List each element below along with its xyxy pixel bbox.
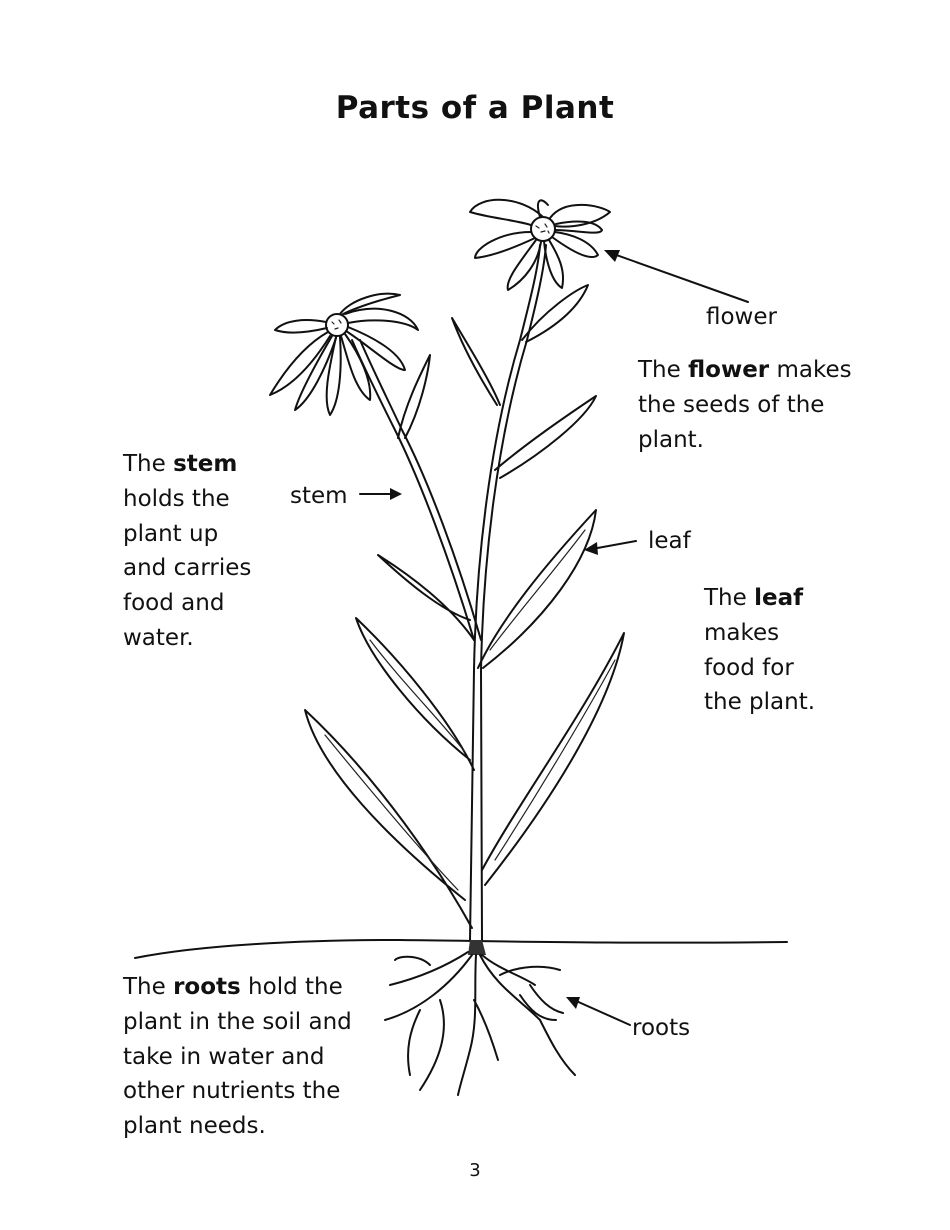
stem-label: stem [290,483,348,509]
left-flower [269,292,419,416]
roots-label: roots [632,1015,691,1041]
page-number: 3 [469,1160,481,1181]
flower-label: flower [706,304,777,330]
stem-description: The stem holds the plant up and carries … [123,451,252,651]
keyword-leaf: leaf [754,585,804,611]
leaf-arrow [591,540,637,550]
roots [384,940,576,1096]
page-title: Parts of a Plant [335,90,615,126]
top-flower [469,198,611,291]
arrows [359,250,749,1026]
leaf-description: The leaf makes food for the plant. [704,585,816,716]
ground-line [134,939,788,959]
keyword-stem: stem [173,451,238,477]
flower-description: The flower makes the seeds of the plant. [638,357,852,453]
leaf-label: leaf [648,528,691,554]
flower-arrow [607,251,749,303]
keyword-roots: roots [173,974,241,1000]
main-stem [469,244,541,941]
roots-arrow [573,999,631,1026]
roots-description: The roots hold the plant in the soil and… [123,974,352,1140]
leaves [304,284,625,929]
keyword-flower: flower [688,357,770,383]
